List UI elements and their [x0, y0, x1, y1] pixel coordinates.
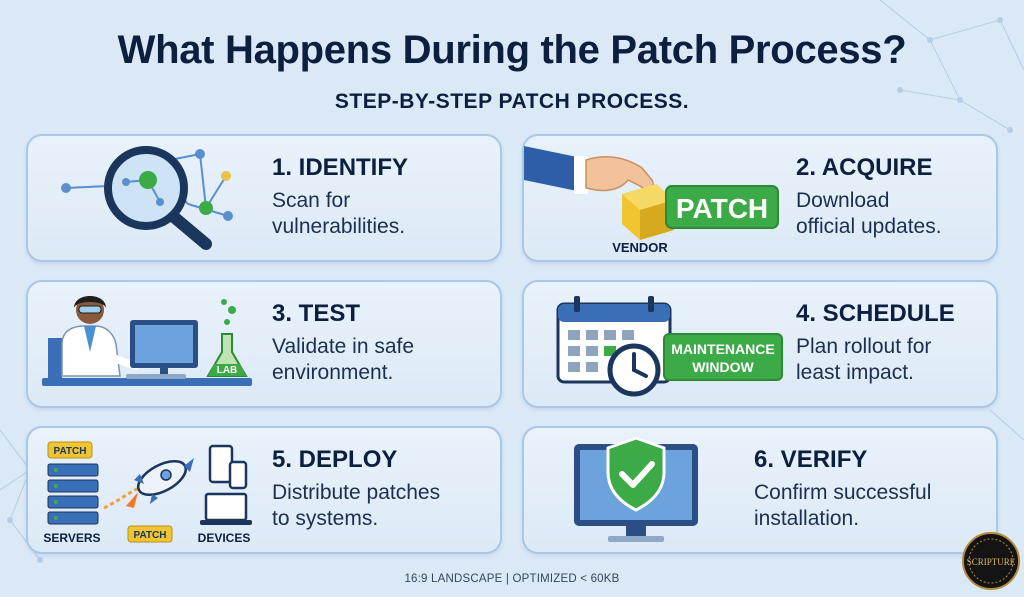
- svg-text:PATCH: PATCH: [134, 530, 167, 541]
- step-description: Download official updates.: [796, 189, 942, 238]
- step-card-verify: 6. VERIFY Confirm successful installatio…: [522, 426, 998, 554]
- step-description: Validate in safe environment.: [272, 335, 415, 384]
- page-subtitle: STEP-BY-STEP PATCH PROCESS.: [334, 90, 690, 113]
- step-title: 2. ACQUIRE: [796, 154, 933, 181]
- magnifier-network-icon: [61, 146, 233, 250]
- scientist-lab-icon: LAB: [42, 296, 252, 386]
- hand-patch-box-icon: PATCH VENDOR: [524, 146, 779, 255]
- calendar-clock-icon: MAINTENANCE WINDOW: [556, 296, 783, 397]
- svg-text:SERVERS: SERVERS: [43, 531, 100, 545]
- svg-text:PATCH: PATCH: [54, 446, 87, 457]
- svg-text:VENDOR: VENDOR: [612, 240, 668, 255]
- step-title: 5. DEPLOY: [272, 446, 398, 473]
- svg-text:DEVICES: DEVICES: [198, 531, 251, 545]
- step-title: 4. SCHEDULE: [796, 300, 955, 327]
- monitor-shield-check-icon: [574, 436, 698, 542]
- page-title: What Happens During the Patch Process?: [117, 28, 907, 72]
- svg-text:SCRIPTURE: SCRIPTURE: [967, 557, 1016, 567]
- step-description: Plan rollout for least impact.: [796, 335, 932, 384]
- rocket-servers-devices-icon: PATCH SERVERS PATCH DEVICES: [43, 441, 252, 545]
- watermark-logo: SCRIPTURE: [962, 532, 1020, 590]
- svg-text:PATCH: PATCH: [676, 193, 768, 224]
- step-description: Scan for vulnerabilities.: [272, 189, 406, 238]
- step-card-schedule: MAINTENANCE WINDOW 4. SCHEDULE Plan roll…: [522, 280, 998, 408]
- step-title: 6. VERIFY: [754, 446, 868, 473]
- step-title: 3. TEST: [272, 300, 361, 327]
- step-description: Distribute patches to systems.: [272, 481, 441, 530]
- step-card-identify: 1. IDENTIFY Scan for vulnerabilities.: [26, 134, 502, 262]
- step-title: 1. IDENTIFY: [272, 154, 409, 181]
- footer-note: 16:9 LANDSCAPE | OPTIMIZED < 60KB: [404, 573, 620, 585]
- svg-text:WINDOW: WINDOW: [692, 359, 754, 375]
- step-card-test: LAB 3. TEST Validate in safe environment…: [26, 280, 502, 408]
- svg-text:MAINTENANCE: MAINTENANCE: [671, 341, 774, 357]
- step-description: Confirm successful installation.: [754, 481, 932, 530]
- step-card-deploy: PATCH SERVERS PATCH DEVICES 5. DEPLOY Di…: [26, 426, 502, 554]
- svg-text:LAB: LAB: [217, 365, 238, 376]
- step-card-acquire: PATCH VENDOR 2. ACQUIRE Download officia…: [522, 134, 998, 262]
